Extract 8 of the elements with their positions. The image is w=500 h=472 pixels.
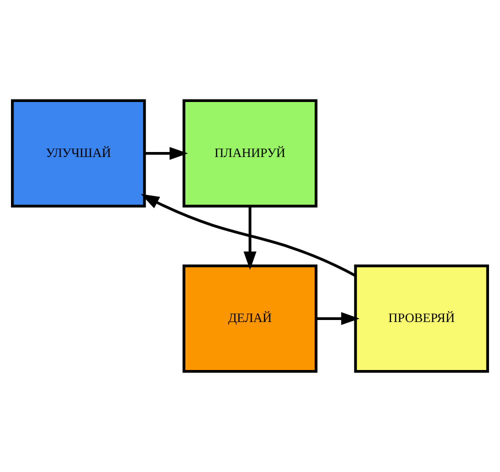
arrow [140,194,356,277]
node-box: УЛУЧШАЙ [11,99,146,208]
node-box: ПЛАНИРУЙ [182,99,318,208]
arrow [316,312,360,325]
node-box: ДЕЛАЙ [182,264,318,373]
arrow [144,147,188,160]
arrow [244,206,256,270]
node-box: ПРОВЕРЯЙ [354,264,489,373]
